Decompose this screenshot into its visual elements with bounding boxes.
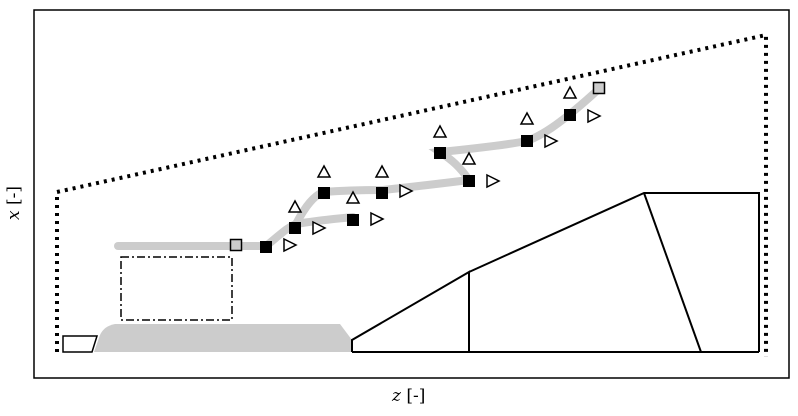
y-axis-label: x [-] — [4, 186, 24, 220]
triangle-right-marker — [283, 237, 298, 253]
open-square-marker — [592, 81, 606, 95]
ramp-right — [468, 192, 760, 352]
filled-square-marker — [347, 214, 359, 226]
triangle-up-marker — [345, 190, 361, 204]
slope-line — [643, 192, 702, 353]
triangle-up-marker — [316, 164, 332, 178]
open-square-marker — [229, 238, 243, 252]
triangle-up-marker — [461, 151, 477, 165]
track-segment-3 — [292, 176, 473, 228]
triangle-up-marker — [562, 85, 578, 99]
triangle-right-marker — [486, 173, 501, 189]
structures — [351, 192, 760, 353]
triangle-right-marker — [544, 133, 559, 149]
filled-square-marker — [521, 135, 533, 147]
triangle-up-marker — [374, 164, 390, 178]
filled-square-marker — [289, 222, 301, 234]
x-axis-unit: [-] — [406, 386, 426, 406]
inlet-block — [62, 335, 99, 353]
triangle-up-marker — [287, 199, 303, 213]
x-axis-label: z [-] — [392, 386, 425, 406]
plot-frame — [33, 9, 790, 379]
filled-square-marker — [260, 241, 272, 253]
x-axis-variable: z — [392, 386, 401, 406]
filled-square-marker — [564, 109, 576, 121]
hopper-shape — [94, 324, 352, 352]
track-segment-2 — [262, 213, 357, 250]
dash-dot-box — [120, 256, 233, 321]
triangle-right-marker — [587, 108, 602, 124]
triangle-right-marker — [370, 211, 385, 227]
markers — [229, 81, 606, 253]
filled-square-marker — [376, 187, 388, 199]
y-axis-variable: x — [4, 210, 24, 220]
triangle-right-marker — [399, 183, 414, 199]
ramp-left — [351, 270, 470, 352]
triangle-up-marker — [519, 111, 535, 125]
triangle-up-marker — [432, 124, 448, 138]
dotted-boundary — [55, 32, 768, 357]
y-axis-unit: [-] — [4, 185, 24, 205]
filled-square-marker — [434, 147, 446, 159]
triangle-right-marker — [312, 220, 327, 236]
filled-square-marker — [463, 175, 475, 187]
filled-square-marker — [318, 187, 330, 199]
